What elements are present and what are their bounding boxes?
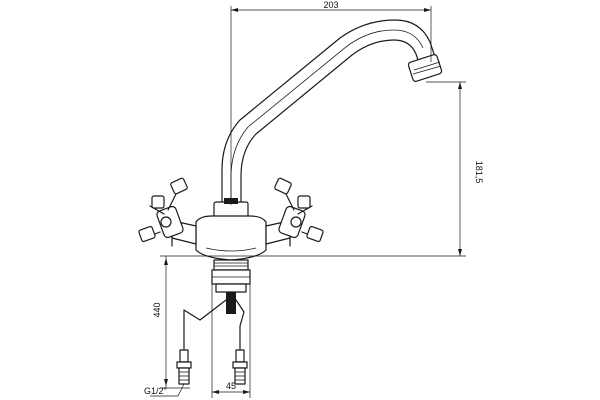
thread-label: G1/2"	[144, 386, 167, 396]
supply-hoses	[176, 299, 248, 385]
right-cross-handle	[265, 177, 324, 247]
dimension-spout-reach: 203	[230, 0, 432, 205]
dimension-label-181-5: 181,5	[474, 161, 484, 184]
dimension-base-width: 45	[211, 284, 251, 398]
mounting-shank	[211, 259, 251, 314]
dimension-label-440: 440	[152, 302, 162, 317]
left-cross-handle	[138, 177, 197, 247]
mixer-body	[195, 198, 267, 261]
dimension-spout-height: 181,5	[160, 81, 484, 257]
dimension-hose-length: 440	[152, 256, 190, 389]
aerator-nozzle	[407, 54, 443, 82]
thread-callout: G1/2"	[144, 383, 185, 397]
dimension-label-45: 45	[226, 381, 236, 391]
spout	[221, 19, 437, 206]
dimension-label-203: 203	[323, 0, 338, 10]
